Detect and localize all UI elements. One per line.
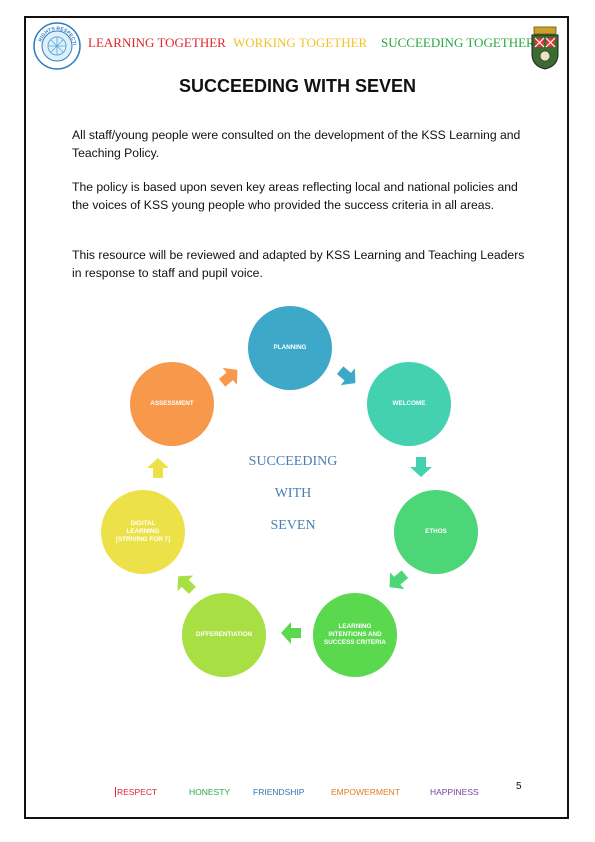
paragraph-consultation: All staff/young people were consulted on… [72, 128, 521, 160]
node-digital-learning: DIGITAL LEARNING [STRIVING FOR 7] [101, 490, 185, 574]
school-crest [531, 26, 559, 70]
footer-empowerment: EMPOWERMENT [331, 787, 400, 797]
tagline-working: WORKING TOGETHER [233, 35, 368, 50]
node-learning-intentions: LEARNING INTENTIONS AND SUCCESS CRITERIA [313, 593, 397, 677]
center-title-line-2: WITH [274, 486, 312, 501]
cycle-arrow [336, 366, 356, 386]
cycle-arrow [177, 575, 196, 594]
page-title: SUCCEEDING WITH SEVEN [178, 76, 417, 96]
page-border [24, 16, 569, 819]
node-welcome-label: WELCOME [392, 400, 426, 407]
paragraph-review: This resource will be reviewed and adapt… [72, 248, 525, 280]
cycle-arrow [410, 457, 432, 477]
node-planning-label: PLANNING [273, 344, 307, 351]
footer-friendship: FRIENDSHIP [253, 787, 305, 797]
node-ethos-label: ETHOS [425, 528, 447, 535]
page-number: 5 [516, 781, 522, 792]
node-welcome: WELCOME [367, 362, 451, 446]
center-title-line-1: SUCCEEDING [248, 454, 338, 469]
rights-respecting-school-badge: RIGHTS RESPECTING SCHOOL UNICEF [33, 22, 81, 70]
paragraph-policy-basis: The policy is based upon seven key areas… [72, 180, 518, 212]
node-assessment: ASSESSMENT [130, 362, 214, 446]
node-digital-learning-label: DIGITAL LEARNING [STRIVING FOR 7] [115, 520, 171, 543]
footer-respect: RESPECT [115, 787, 158, 797]
node-assessment-label: ASSESSMENT [150, 400, 194, 407]
footer-honesty: HONESTY [189, 787, 231, 797]
node-planning: PLANNING [248, 306, 332, 390]
cycle-arrow [389, 570, 409, 590]
node-learning-intentions-label: LEARNING INTENTIONS AND SUCCESS CRITERIA [324, 623, 386, 646]
node-ethos: ETHOS [394, 490, 478, 574]
node-differentiation: DIFFERENTIATION [182, 593, 266, 677]
node-differentiation-label: DIFFERENTIATION [195, 631, 253, 638]
footer-happiness: HAPPINESS [430, 787, 479, 797]
cycle-arrow [147, 458, 169, 478]
cycle-arrow [218, 367, 238, 387]
cycle-arrow [281, 622, 301, 644]
center-title-line-3: SEVEN [270, 518, 316, 533]
tagline-succeeding: SUCCEEDING TOGETHER [381, 35, 535, 50]
tagline-learning: LEARNING TOGETHER [88, 35, 226, 50]
